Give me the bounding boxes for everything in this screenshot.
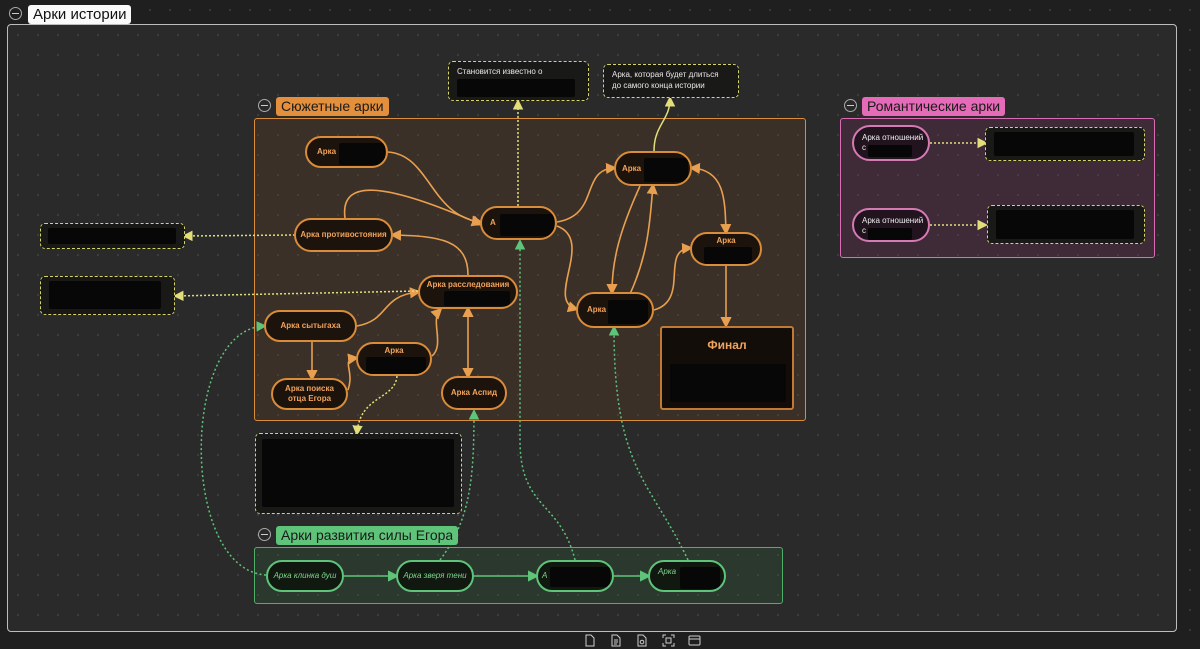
final-card[interactable]: Финал	[660, 326, 794, 410]
plot-node-right-lower[interactable]: Арка	[690, 232, 762, 266]
plot-node-opposition-label: Арка противостояния	[300, 230, 387, 239]
plot-node-aspid-label: Арка Аспид	[450, 388, 498, 397]
plot-node-right-mid[interactable]: Арка	[576, 292, 654, 328]
redacted-block	[48, 228, 176, 244]
plot-node-investigation-label: Арка расследования	[426, 280, 510, 289]
collapse-power-button[interactable]	[258, 528, 271, 541]
group-romance-title: Романтические арки	[862, 97, 1006, 116]
plot-node-right-mid-label: Арка	[587, 305, 607, 314]
plot-node-sytygakha-label: Арка сытыгаха	[280, 321, 341, 330]
redacted-block	[608, 300, 648, 324]
redacted-block	[444, 291, 510, 306]
redacted-block	[670, 364, 786, 402]
note-table[interactable]	[255, 433, 462, 514]
plot-node-father-search-label: Арка поиска отца Егора	[285, 384, 334, 403]
note-lasting-arc[interactable]: Арка, которая будет длиться до самого ко…	[603, 64, 739, 98]
power-node-1-label: Арка клинка душ	[273, 571, 337, 580]
redacted-block	[262, 439, 454, 507]
plot-node-investigation[interactable]: Арка расследования	[418, 275, 518, 309]
note-becomes-known[interactable]: Становится известно о	[448, 61, 589, 101]
plot-node-center-label: А	[490, 218, 496, 227]
plot-node-sytygakha[interactable]: Арка сытыгаха	[264, 310, 357, 342]
note-left-bottom[interactable]	[40, 276, 175, 315]
note-romance-2[interactable]	[987, 205, 1145, 244]
power-node-4-label: Арка	[658, 567, 677, 576]
plot-node-mid-small-label: Арка	[384, 346, 404, 355]
group-power-title: Арки развития силы Егора	[276, 526, 459, 545]
plot-node-top-left[interactable]: Арка	[305, 136, 388, 168]
card-icon[interactable]	[686, 634, 702, 648]
redacted-block	[704, 247, 752, 264]
collapse-plot-button[interactable]	[258, 99, 271, 112]
redacted-block	[339, 143, 385, 165]
power-node-3[interactable]: А	[536, 560, 614, 592]
note-lasting-arc-line2: до самого конца истории	[612, 81, 705, 90]
canvas-title: Арки истории	[28, 5, 132, 24]
redacted-block	[457, 79, 575, 97]
plot-node-right-top-label: Арка	[622, 163, 642, 173]
plot-node-center[interactable]: А	[480, 206, 557, 240]
redacted-block	[996, 210, 1134, 239]
plot-node-right-lower-label: Арка	[716, 236, 736, 245]
note-lasting-arc-line1: Арка, которая будет длиться	[612, 70, 719, 79]
page-icon[interactable]	[582, 634, 598, 648]
group-plot-title: Сюжетные арки	[276, 97, 389, 116]
plot-node-mid-small[interactable]: Арка	[356, 342, 432, 376]
power-node-4[interactable]: Арка	[648, 560, 726, 592]
romance-node-2-label: Арка отношений с	[862, 216, 924, 235]
power-node-1[interactable]: Арка клинка душ	[266, 560, 344, 592]
plot-node-aspid[interactable]: Арка Аспид	[441, 376, 507, 410]
document-icon[interactable]	[608, 634, 624, 648]
power-node-2-label: Арка зверя тени	[403, 571, 467, 580]
note-left-top[interactable]	[40, 223, 185, 249]
plot-node-top-left-label: Арка	[317, 147, 337, 156]
plot-node-opposition[interactable]: Арка противостояния	[294, 218, 393, 252]
plot-node-father-search[interactable]: Арка поиска отца Егора	[271, 378, 348, 410]
power-node-2[interactable]: Арка зверя тени	[396, 560, 474, 592]
redacted-block	[366, 357, 426, 374]
romance-node-1-label: Арка отношений с	[862, 133, 924, 152]
plot-node-right-top[interactable]: Арка	[614, 151, 692, 186]
note-becomes-known-text: Становится известно о	[457, 67, 543, 76]
search-doc-icon[interactable]	[634, 634, 650, 648]
collapse-romance-button[interactable]	[844, 99, 857, 112]
collapse-canvas-button[interactable]	[9, 7, 22, 20]
final-card-title: Финал	[707, 338, 747, 352]
redacted-block	[550, 567, 610, 587]
romance-node-2[interactable]: Арка отношений с	[852, 208, 930, 242]
redacted-block	[994, 132, 1134, 156]
redacted-block	[500, 214, 554, 236]
redacted-block	[644, 158, 688, 182]
note-romance-1[interactable]	[985, 127, 1145, 161]
redacted-block	[680, 567, 720, 589]
redacted-block	[868, 145, 912, 157]
redacted-block	[49, 281, 161, 309]
bottom-toolbar	[577, 632, 707, 649]
frame-select-icon[interactable]	[660, 634, 676, 648]
redacted-block	[868, 228, 912, 240]
romance-node-1[interactable]: Арка отношений с	[852, 125, 930, 161]
power-node-3-label: А	[542, 571, 548, 580]
